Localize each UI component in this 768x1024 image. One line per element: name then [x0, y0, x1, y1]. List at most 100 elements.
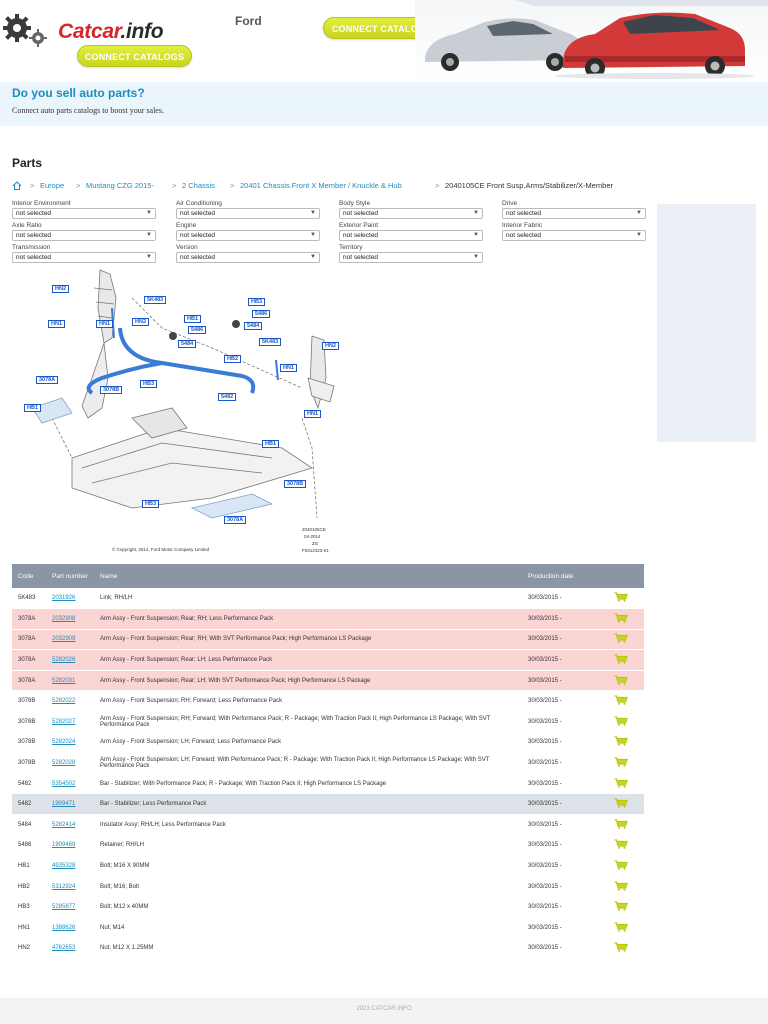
filter-select[interactable]: not selected▼ [12, 252, 156, 263]
filter-select[interactable]: not selected▼ [502, 208, 646, 219]
cell-production-date: 30/03/2015 - [522, 711, 598, 733]
site-logo[interactable]: Catcar.info [0, 6, 210, 50]
part-number-link[interactable]: 1909471 [52, 801, 76, 808]
filter-select[interactable]: not selected▼ [339, 252, 483, 263]
add-to-cart-icon[interactable] [614, 654, 628, 666]
part-number-link[interactable]: 1388626 [52, 924, 76, 931]
callout[interactable]: 5K483 [259, 338, 282, 346]
add-to-cart-icon[interactable] [614, 860, 628, 872]
filter-select[interactable]: not selected▼ [339, 208, 483, 219]
part-number-link[interactable]: 4762653 [52, 945, 76, 952]
add-to-cart-icon[interactable] [614, 880, 628, 893]
part-number-link[interactable]: 5282026 [52, 657, 76, 664]
add-to-cart-icon[interactable] [614, 633, 628, 645]
breadcrumb-separator: > [172, 181, 177, 190]
callout[interactable]: 5484 [244, 322, 263, 330]
add-to-cart-icon[interactable] [614, 613, 628, 625]
add-to-cart-icon[interactable] [614, 942, 628, 954]
add-to-cart-icon[interactable] [614, 757, 628, 769]
connect-catalogs-button-top[interactable]: CONNECT CATALOGS [323, 17, 440, 39]
filter-select[interactable]: not selected▼ [12, 208, 156, 219]
breadcrumb-model[interactable]: Mustang CZG 2015- [86, 181, 154, 190]
part-number-link[interactable]: 5354502 [52, 780, 76, 787]
add-to-cart-icon[interactable] [614, 592, 628, 604]
callout[interactable]: 3078A [36, 376, 59, 384]
filter-select[interactable]: not selected▼ [176, 208, 320, 219]
callout[interactable]: HN1 [304, 410, 322, 418]
callout[interactable]: HN1 [280, 364, 298, 372]
add-to-cart-icon[interactable] [614, 798, 628, 810]
callout[interactable]: 3078A [224, 516, 247, 524]
part-number-link[interactable]: 5282414 [52, 821, 76, 828]
cell-cart [598, 608, 644, 630]
part-number-link[interactable]: 2032909 [52, 636, 76, 643]
filter-select[interactable]: not selected▼ [502, 230, 646, 241]
part-number-link[interactable]: 5282028 [52, 760, 76, 767]
add-to-cart-icon[interactable] [614, 675, 628, 687]
cell-part-number: 2031926 [46, 588, 94, 610]
cell-cart [598, 917, 644, 939]
breadcrumb-subgroup[interactable]: 20401 Chassis.Front X Member / Knuckle &… [240, 181, 402, 190]
callout[interactable]: HB3 [248, 298, 266, 306]
cell-cart [598, 855, 644, 877]
callout[interactable]: HN1 [48, 320, 66, 328]
breadcrumb-group[interactable]: 2 Chassis [182, 181, 215, 190]
part-number-link[interactable]: 5312924 [52, 883, 76, 890]
part-number-link[interactable]: 5282027 [52, 718, 76, 725]
callout[interactable]: HN2 [322, 342, 340, 350]
parts-diagram[interactable]: © Copyright, 2014, Ford Motor Company Li… [12, 268, 352, 558]
part-number-link[interactable]: 2032908 [52, 615, 76, 622]
cell-production-date: 30/03/2015 - [522, 855, 598, 877]
connect-catalogs-button[interactable]: CONNECT CATALOGS [77, 45, 192, 67]
add-to-cart-icon[interactable] [614, 922, 628, 934]
add-to-cart-icon[interactable] [614, 901, 628, 913]
part-number-link[interactable]: 5282031 [52, 677, 76, 684]
cell-name: Link; RH/LH [94, 588, 522, 610]
callout[interactable]: 3078B [284, 480, 307, 488]
add-to-cart-icon[interactable] [614, 819, 628, 831]
add-to-cart-icon[interactable] [614, 777, 628, 790]
add-to-cart-icon[interactable] [614, 695, 628, 707]
brand-label[interactable]: Ford [235, 14, 262, 28]
callout[interactable]: HN2 [132, 318, 150, 326]
callout[interactable]: 5486 [252, 310, 271, 318]
part-number-link[interactable]: 5285877 [52, 904, 76, 911]
callout[interactable]: 5486 [188, 326, 207, 334]
callout[interactable]: HB3 [140, 380, 158, 388]
part-number-link[interactable]: 2031926 [52, 595, 76, 602]
part-number-link[interactable]: 5282024 [52, 739, 76, 746]
callout[interactable]: 3078B [100, 386, 123, 394]
filter-select[interactable]: not selected▼ [176, 230, 320, 241]
filter-select[interactable]: not selected▼ [176, 252, 320, 263]
add-to-cart-icon[interactable] [614, 839, 628, 851]
cell-part-number: 5285877 [46, 896, 94, 918]
callout[interactable]: HB1 [184, 315, 202, 323]
callout[interactable]: HN1 [96, 320, 114, 328]
callout[interactable]: HB2 [224, 355, 242, 363]
cell-production-date: 30/03/2015 - [522, 896, 598, 918]
filter-select[interactable]: not selected▼ [339, 230, 483, 241]
add-to-cart-icon[interactable] [614, 716, 628, 728]
breadcrumb-europe[interactable]: Europe [40, 181, 65, 190]
callout[interactable]: HB1 [24, 404, 42, 412]
callout[interactable]: 5K483 [144, 296, 167, 304]
filter-label: Version [176, 244, 198, 251]
home-icon[interactable] [12, 181, 22, 192]
add-to-cart-icon[interactable] [614, 736, 628, 748]
cell-name: Arm Assy - Front Suspension; Rear; RH; W… [94, 629, 522, 651]
callout[interactable]: 5482 [218, 393, 237, 401]
filter-select[interactable]: not selected▼ [12, 230, 156, 241]
cell-cart [598, 814, 644, 836]
part-number-link[interactable]: 5282022 [52, 698, 76, 705]
callout[interactable]: 5484 [178, 340, 197, 348]
callout[interactable]: HN2 [52, 285, 70, 293]
part-number-link[interactable]: 1909469 [52, 842, 76, 849]
part-number-link[interactable]: 4935328 [52, 863, 76, 870]
callout[interactable]: HB3 [142, 500, 160, 508]
callout[interactable]: HB1 [262, 440, 280, 448]
cell-part-number: 2032909 [46, 629, 94, 651]
